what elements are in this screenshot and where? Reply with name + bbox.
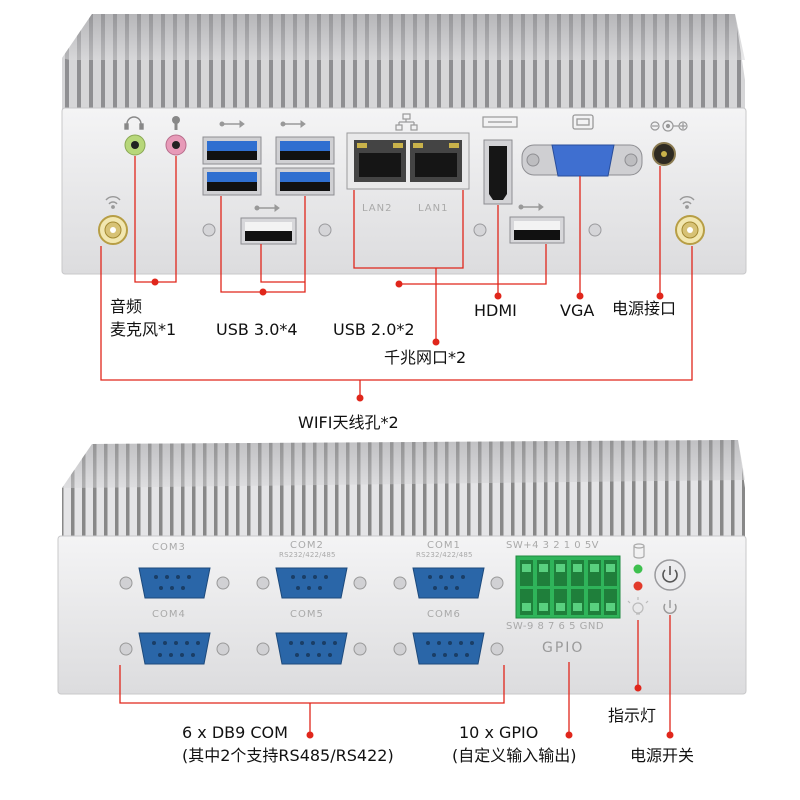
usb3-ports bbox=[202, 120, 335, 196]
com-callout-line2: (其中2个支持RS485/RS422) bbox=[182, 746, 394, 765]
audio-callout-line1: 音频 bbox=[110, 297, 143, 316]
com-callout-line1: 6 x DB9 COM bbox=[182, 723, 288, 742]
usb2-callout: USB 2.0*2 bbox=[333, 320, 415, 339]
headphone-icon bbox=[124, 116, 144, 130]
usb-icon bbox=[254, 204, 280, 212]
wifi-antenna-right bbox=[675, 196, 705, 245]
hdmi-icon bbox=[482, 116, 518, 128]
wifi-antenna-left bbox=[98, 196, 128, 245]
lan-ports bbox=[346, 113, 470, 190]
front-callout-dots bbox=[306, 684, 674, 739]
screws-rear bbox=[202, 223, 602, 237]
vga-callout: VGA bbox=[560, 301, 595, 320]
com2-sub-label: RS232/422/485 bbox=[279, 551, 336, 559]
power-button[interactable] bbox=[654, 559, 686, 591]
power-switch-callout: 电源开关 bbox=[630, 746, 695, 765]
com2-label: COM2 bbox=[290, 540, 324, 551]
gpio-terminal-block bbox=[515, 555, 621, 619]
dc-power-port bbox=[650, 120, 688, 166]
front-callout-lines bbox=[119, 615, 671, 735]
lan2-label: LAN2 bbox=[362, 203, 393, 214]
db9-com4 bbox=[119, 632, 230, 665]
wifi-icon bbox=[105, 196, 121, 209]
com1-sub-label: RS232/422/485 bbox=[416, 551, 473, 559]
db9-com6 bbox=[393, 632, 504, 665]
usb2-port-left bbox=[240, 204, 297, 245]
dc-polarity-icon bbox=[650, 120, 688, 132]
audio-callout-line2: 麦克风*1 bbox=[110, 320, 177, 339]
usb-icon bbox=[518, 203, 544, 211]
cylinder-icon bbox=[633, 543, 645, 559]
hdmi-port bbox=[482, 116, 518, 205]
wifi-icon bbox=[679, 196, 695, 209]
lan1-label: LAN1 bbox=[418, 203, 449, 214]
db9-com5 bbox=[256, 632, 367, 665]
gpio-callout-line2: (自定义输入输出) bbox=[452, 746, 577, 765]
gpio-callout-line1: 10 x GPIO bbox=[459, 723, 539, 742]
com5-label: COM5 bbox=[290, 609, 324, 620]
audio-jacks bbox=[124, 116, 187, 156]
com4-label: COM4 bbox=[152, 609, 186, 620]
wifi-callout: WIFI天线孔*2 bbox=[298, 413, 399, 432]
rear-callout-dots bbox=[151, 278, 664, 402]
usb2-port-right bbox=[509, 203, 565, 244]
vga-port bbox=[521, 114, 643, 177]
lan-callout: 千兆网口*2 bbox=[384, 348, 467, 367]
gpio-label: GPIO bbox=[542, 640, 585, 656]
hdmi-callout: HDMI bbox=[474, 301, 517, 320]
power-icon bbox=[662, 566, 678, 583]
gpio-top-pinout: SW+4 3 2 1 0 5V bbox=[506, 540, 600, 551]
com1-label: COM1 bbox=[427, 540, 461, 551]
gpio-bottom-pinout: SW-9 8 7 6 5 GND bbox=[506, 621, 605, 632]
com3-label: COM3 bbox=[152, 542, 186, 553]
network-icon bbox=[395, 113, 418, 131]
microphone-icon bbox=[172, 116, 180, 130]
db9-com1 bbox=[393, 567, 504, 599]
status-leds bbox=[627, 543, 649, 615]
power-port-callout: 电源接口 bbox=[612, 299, 677, 318]
power-icon bbox=[663, 600, 677, 614]
indicator-callout: 指示灯 bbox=[608, 706, 657, 725]
db9-com2 bbox=[256, 567, 367, 599]
db9-ports bbox=[119, 567, 504, 665]
usb-icon bbox=[219, 120, 306, 128]
com6-label: COM6 bbox=[427, 609, 461, 620]
bulb-icon bbox=[627, 597, 649, 615]
usb3-callout: USB 3.0*4 bbox=[216, 320, 298, 339]
vga-icon bbox=[572, 114, 594, 130]
db9-com3 bbox=[119, 567, 230, 599]
